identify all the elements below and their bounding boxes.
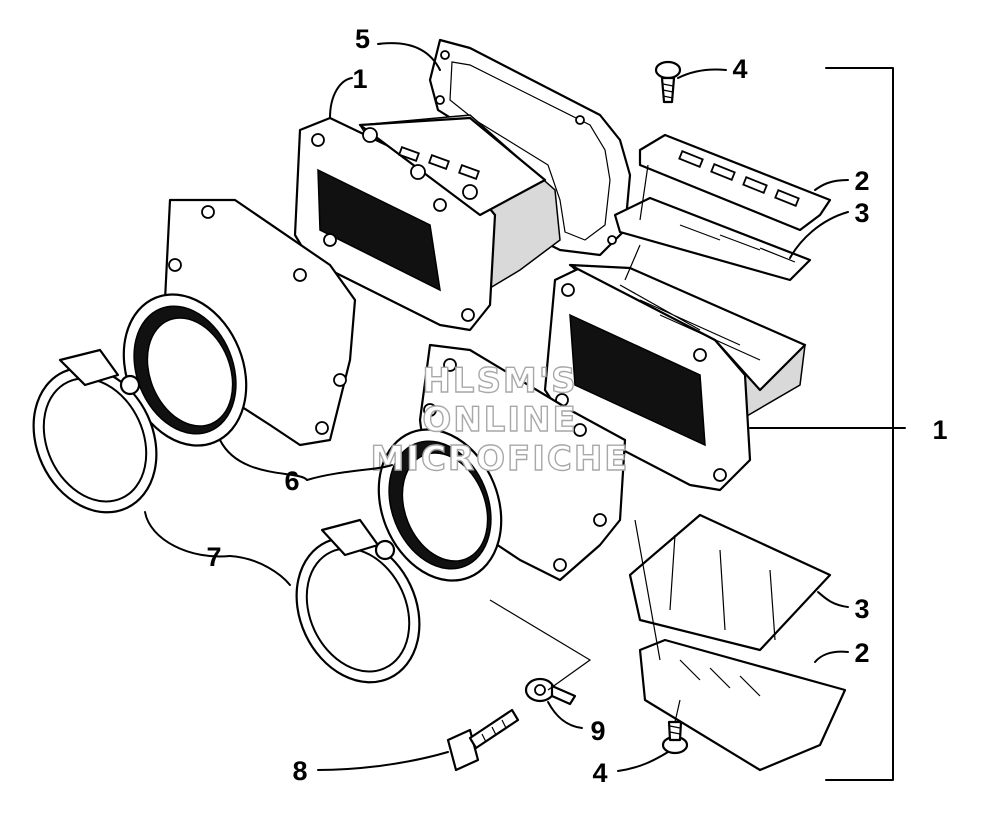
washer-part-9 [524, 677, 577, 706]
callout-4-bottom: 4 [592, 758, 607, 788]
hose-clamp-upper-part-7 [32, 348, 158, 514]
leader-9 [547, 701, 583, 729]
callout-1-right: 1 [932, 415, 947, 445]
watermark: HLSM'S ONLINE MICROFICHE [370, 360, 629, 479]
watermark-line-1: HLSM'S [422, 361, 577, 401]
reed-petal-lower-part-3 [628, 513, 832, 652]
screw-bottom-part-4 [661, 720, 689, 755]
intake-boot-lower-part-6 [377, 343, 627, 582]
callout-9: 9 [590, 716, 605, 746]
leader-8 [317, 751, 449, 771]
bracket-1 [825, 67, 894, 781]
watermark-line-3: MICROFICHE [370, 439, 629, 479]
leader-5 [377, 42, 441, 71]
reed-stop-lower-part-2 [638, 638, 847, 772]
leader-1-top [329, 77, 353, 119]
leader-2-top [814, 179, 849, 191]
leader-6-b [306, 464, 393, 481]
leader-7-b [229, 555, 291, 586]
gasket-part-5 [428, 38, 632, 257]
callout-1-top: 1 [352, 64, 367, 94]
callout-7: 7 [206, 542, 221, 572]
leader-4-top [677, 68, 727, 79]
reed-cage-upper-part-1 [293, 114, 561, 332]
callouts: 5 1 4 2 3 1 6 7 3 2 9 8 4 [206, 24, 947, 788]
leader-6-a [219, 439, 308, 481]
leader-2-bottom [814, 650, 849, 663]
callout-8: 8 [292, 756, 307, 786]
callout-3-top: 3 [854, 198, 869, 228]
intake-boot-upper-part-6 [122, 198, 357, 447]
callout-2-top: 2 [854, 166, 869, 196]
assembly-lines [489, 164, 681, 723]
reed-petal-upper-part-3 [613, 196, 812, 282]
leader-7-a [144, 511, 231, 558]
callout-5: 5 [355, 24, 370, 54]
callout-2-bottom: 2 [854, 638, 869, 668]
callout-6: 6 [284, 466, 299, 496]
callout-4-top: 4 [732, 54, 747, 84]
reed-stop-upper-part-2 [638, 133, 832, 232]
watermark-line-2: ONLINE [422, 400, 577, 440]
leader-3-bottom [817, 591, 849, 608]
leader-4-bottom [617, 751, 669, 772]
leader-3-top [789, 211, 849, 259]
screw-top-part-4 [654, 60, 682, 104]
hose-clamp-lower-part-7 [295, 518, 421, 684]
leader-lines [144, 42, 906, 781]
callout-3-bottom: 3 [854, 594, 869, 624]
bolt-part-8 [446, 708, 520, 772]
